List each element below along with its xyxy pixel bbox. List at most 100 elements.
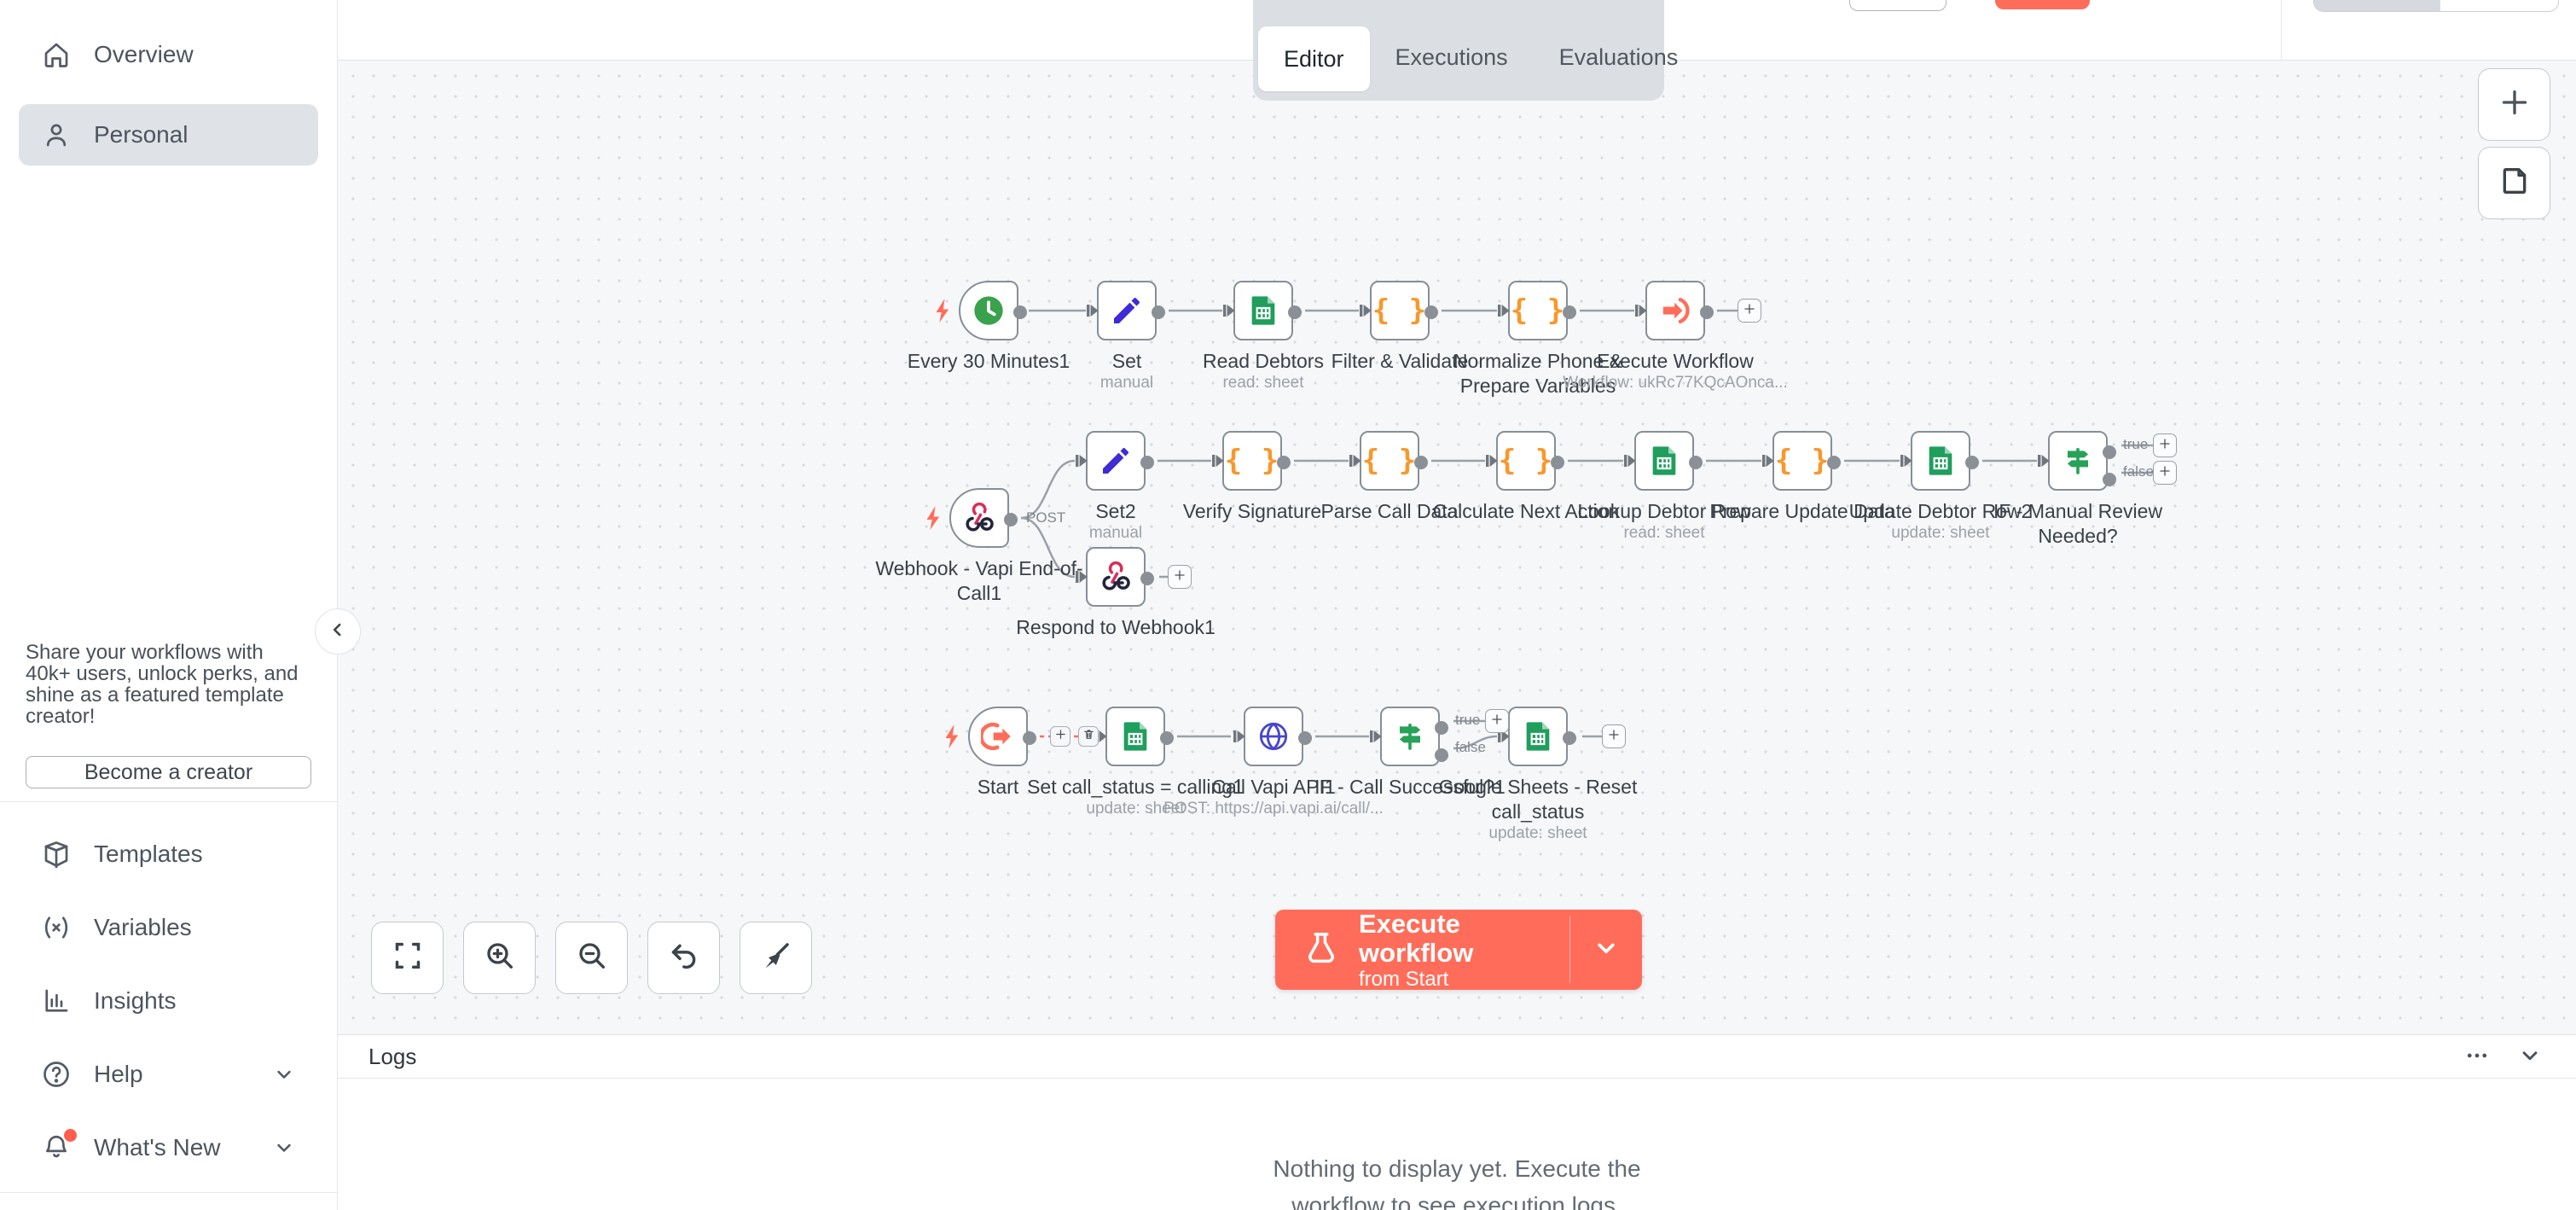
become-a-creator-button[interactable]: Become a creator bbox=[26, 756, 311, 788]
input-port[interactable] bbox=[1233, 730, 1245, 743]
output-port[interactable] bbox=[1298, 731, 1312, 745]
logs-header[interactable]: Logs bbox=[338, 1035, 2576, 1079]
input-port[interactable] bbox=[1635, 304, 1647, 317]
node-if-call-successful1[interactable]: IF - Call Successful?1 bbox=[1314, 707, 1506, 798]
zoom-in-button[interactable] bbox=[463, 922, 536, 994]
node-parse-call-data[interactable]: { }Parse Call Data bbox=[1320, 431, 1459, 522]
tab-executions[interactable]: Executions bbox=[1370, 44, 1534, 71]
sidebar-item-insights[interactable]: Insights bbox=[0, 964, 337, 1038]
output-port[interactable] bbox=[1023, 731, 1036, 745]
node-sublabel: POST: https://api.vapi.ai/call/... bbox=[1163, 800, 1384, 817]
sidebar-item-help[interactable]: Help bbox=[0, 1038, 337, 1111]
sidebar-item-what-s-new[interactable]: What's New bbox=[0, 1111, 337, 1184]
output-port[interactable] bbox=[1827, 456, 1841, 469]
add-node-endpoint[interactable] bbox=[1485, 709, 1509, 733]
workflow-canvas[interactable]: Execute workflow from Start Every 30 Min… bbox=[338, 61, 2576, 1034]
delete-connection[interactable] bbox=[1078, 726, 1099, 747]
sidebar-item-overview[interactable]: Overview bbox=[19, 24, 318, 85]
add-node-on-connection[interactable] bbox=[1050, 726, 1070, 747]
sidebar-item-templates[interactable]: Templates bbox=[0, 817, 337, 891]
add-node-endpoint[interactable] bbox=[2153, 433, 2177, 457]
input-port[interactable] bbox=[1076, 570, 1088, 584]
sidebar-collapse-button[interactable] bbox=[315, 608, 361, 654]
output-port[interactable] bbox=[1140, 572, 1154, 585]
output-port-true[interactable] bbox=[2103, 445, 2116, 459]
output-port[interactable] bbox=[1689, 456, 1703, 469]
node-start[interactable]: Start bbox=[968, 707, 1036, 798]
partial-white-button[interactable] bbox=[1849, 0, 1947, 11]
add-node-endpoint[interactable] bbox=[2153, 461, 2177, 485]
input-port[interactable] bbox=[1486, 454, 1498, 468]
input-port[interactable] bbox=[1370, 730, 1382, 743]
input-port[interactable] bbox=[1498, 304, 1510, 317]
zoom-out-button[interactable] bbox=[555, 922, 628, 994]
input-port[interactable] bbox=[1223, 304, 1235, 317]
output-port[interactable] bbox=[1013, 305, 1027, 319]
input-port[interactable] bbox=[1349, 454, 1361, 468]
output-port[interactable] bbox=[1152, 305, 1165, 319]
add-node-endpoint[interactable] bbox=[1738, 299, 1761, 323]
node-label: Respond to Webhook1 bbox=[1016, 616, 1215, 638]
input-port[interactable] bbox=[2038, 454, 2050, 468]
input-port[interactable] bbox=[1762, 454, 1774, 468]
node-respond-to-webhook1[interactable]: Respond to Webhook1 bbox=[1016, 547, 1215, 638]
node-webhook-vapi-end-of-call1[interactable]: Webhook - Vapi End-of- Call1 bbox=[875, 488, 1083, 604]
logs-more-button[interactable] bbox=[2462, 1041, 2492, 1072]
node-filter-validate[interactable]: { }Filter & Validate bbox=[1332, 281, 1468, 372]
node-verify-signature[interactable]: { }Verify Signature bbox=[1183, 431, 1321, 522]
output-port[interactable] bbox=[1965, 456, 1979, 469]
execute-workflow-main[interactable]: Execute workflow from Start bbox=[1275, 909, 1569, 991]
output-port[interactable] bbox=[1551, 456, 1564, 469]
add-node-endpoint[interactable] bbox=[1168, 565, 1192, 589]
output-port-true[interactable] bbox=[1435, 721, 1448, 735]
node-calculate-next-action[interactable]: { }Calculate Next Action bbox=[1433, 431, 1619, 522]
sidebar-item-personal[interactable]: Personal bbox=[19, 104, 318, 166]
output-port-false[interactable] bbox=[2103, 473, 2116, 486]
output-port[interactable] bbox=[1288, 305, 1302, 319]
zoom-to-fit-button[interactable] bbox=[371, 922, 444, 994]
node-normalize-phone[interactable]: { }Normalize Phone & Prepare Variables bbox=[1453, 281, 1622, 397]
undo-button[interactable] bbox=[647, 922, 720, 994]
add-node-endpoint[interactable] bbox=[1602, 724, 1626, 748]
output-port[interactable] bbox=[1160, 731, 1174, 745]
output-port[interactable] bbox=[1424, 305, 1438, 319]
logs-collapse-button[interactable] bbox=[2515, 1041, 2545, 1072]
partial-segmented-toggle[interactable] bbox=[2313, 0, 2559, 12]
input-port[interactable] bbox=[1498, 730, 1510, 743]
execute-workflow-button[interactable]: Execute workflow from Start bbox=[1275, 909, 1642, 991]
input-port[interactable] bbox=[1624, 454, 1636, 468]
input-port[interactable] bbox=[1076, 454, 1088, 468]
output-port[interactable] bbox=[1277, 456, 1291, 469]
execute-options-chevron[interactable] bbox=[1570, 910, 1642, 990]
partial-red-button[interactable] bbox=[1995, 0, 2090, 9]
node-prepare-update-data[interactable]: { }Prepare Update Data bbox=[1709, 431, 1895, 522]
tab-evaluations[interactable]: Evaluations bbox=[1534, 44, 1704, 71]
output-port[interactable] bbox=[1004, 513, 1018, 526]
output-port-false[interactable] bbox=[1435, 748, 1448, 762]
input-port[interactable] bbox=[1212, 454, 1224, 468]
output-port[interactable] bbox=[1563, 731, 1576, 745]
node-every-30-minutes1[interactable]: Every 30 Minutes1 bbox=[908, 281, 1070, 372]
input-port[interactable] bbox=[1087, 304, 1099, 317]
output-port[interactable] bbox=[1414, 456, 1428, 469]
input-port[interactable] bbox=[1360, 304, 1372, 317]
sidebar-item-variables[interactable]: Variables bbox=[0, 891, 337, 964]
input-port[interactable] bbox=[1900, 454, 1912, 468]
node-if-manual-review-needed[interactable]: IF - Manual Review Needed? bbox=[1993, 431, 2162, 547]
add-sticky-note-button[interactable] bbox=[2478, 147, 2550, 219]
output-port[interactable] bbox=[1563, 305, 1576, 319]
add-node-button[interactable] bbox=[2478, 68, 2550, 141]
output-port[interactable] bbox=[1140, 456, 1154, 469]
tab-editor[interactable]: Editor bbox=[1258, 26, 1370, 91]
output-port[interactable] bbox=[1700, 305, 1714, 319]
tidy-up-button[interactable] bbox=[740, 922, 812, 994]
